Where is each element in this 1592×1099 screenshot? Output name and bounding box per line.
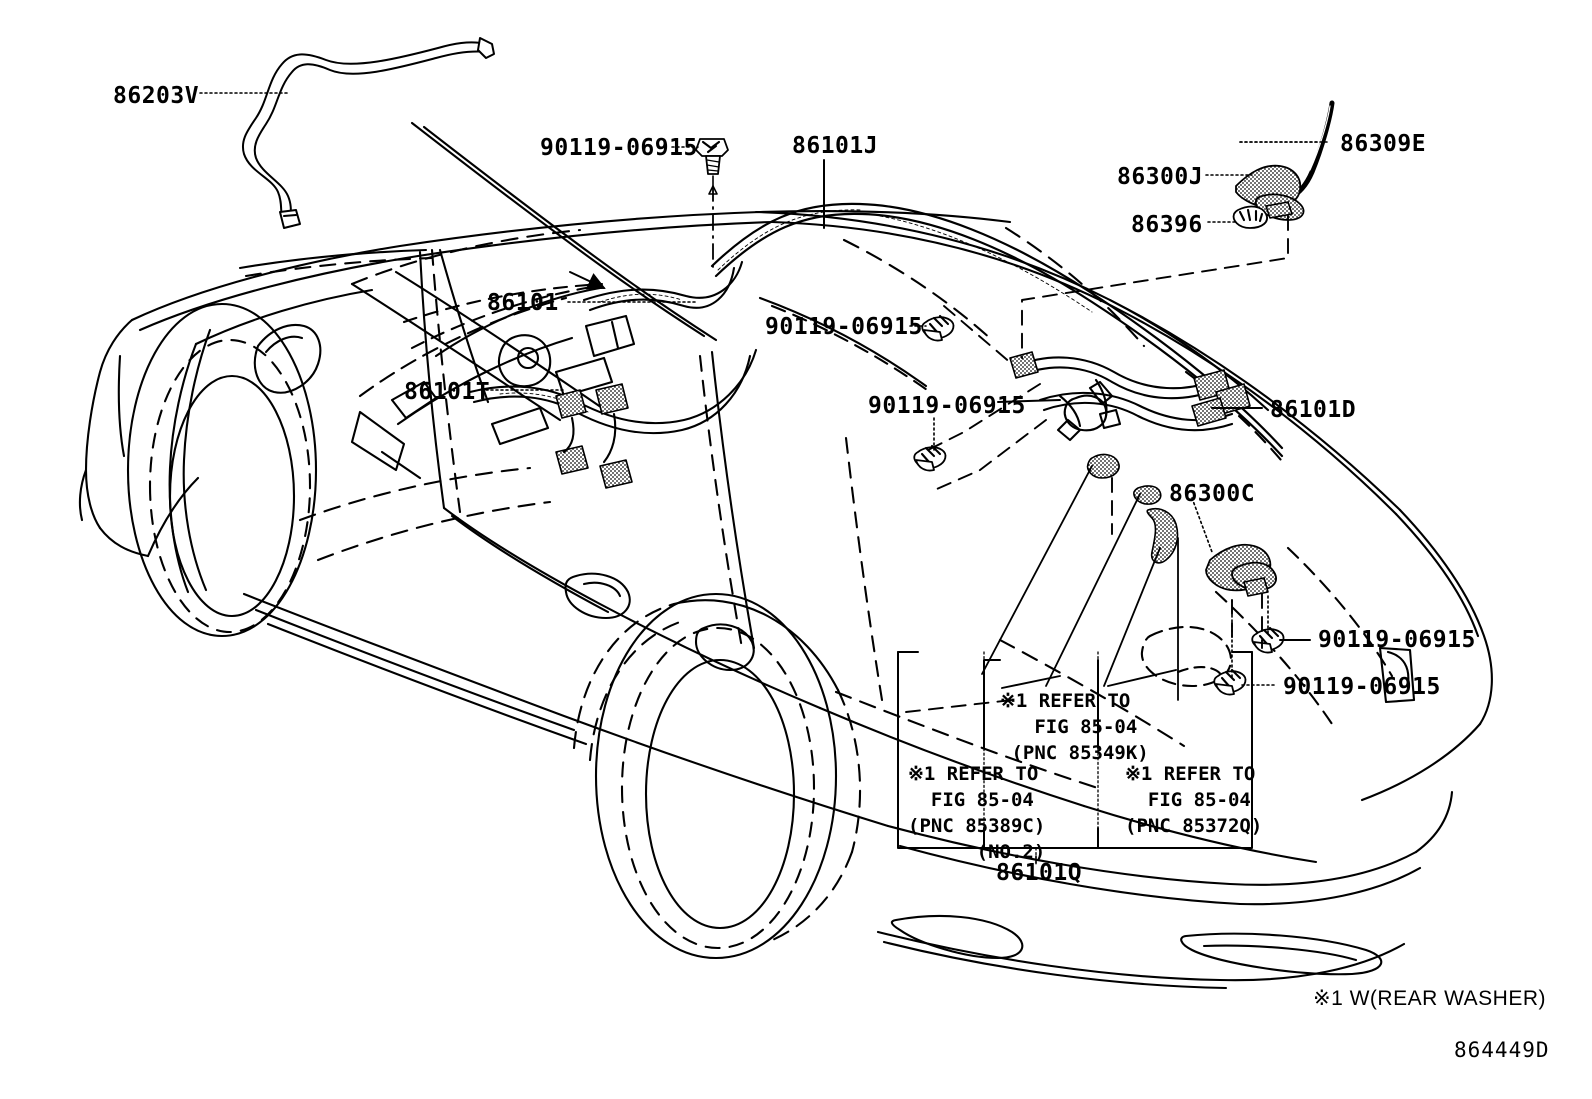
note-line: ※1 REFER TO [1125, 763, 1256, 785]
label-86101T: 86101T [404, 379, 491, 405]
note-line: FIG 85-04 [1000, 716, 1138, 738]
note-line: (NO.2) [908, 841, 1046, 863]
footnote-rear-washer: ※1 W(REAR WASHER) [1313, 987, 1546, 1010]
label-86300J: 86300J [1117, 164, 1204, 190]
label-86309E: 86309E [1340, 131, 1427, 157]
bolt-90119-a [695, 138, 729, 195]
label-90119-06915-center: 90119-06915 [868, 393, 1026, 419]
part-86101D-cord [1009, 351, 1251, 442]
label-90119-06915-rear-lower: 90119-06915 [1283, 674, 1441, 700]
label-86101J: 86101J [792, 133, 879, 159]
bolt-90119-e [1213, 668, 1247, 696]
label-90119-06915-mid: 90119-06915 [765, 314, 923, 340]
label-86101Q: 86101Q [996, 860, 1083, 886]
label-86396: 86396 [1131, 212, 1203, 238]
note-refer-85372Q: ※1 REFER TO FIG 85-04 (PNC 85372Q) [1125, 761, 1262, 839]
label-86101D: 86101D [1270, 397, 1357, 423]
note-line: (PNC 85389C) [908, 815, 1046, 837]
part-86203V-cord [242, 37, 495, 229]
note-leader-lines [981, 465, 1179, 701]
label-86101: 86101 [487, 290, 559, 316]
bolt-90119-b [921, 314, 955, 342]
label-leader-lines [199, 92, 1331, 867]
note-line: ※1 REFER TO [1000, 690, 1131, 712]
label-86300C: 86300C [1169, 481, 1256, 507]
part-86300J-antenna [1235, 100, 1335, 221]
note-internal-leaders [905, 669, 1177, 713]
part-86101-cord [569, 260, 744, 312]
figure-id: 864449D [1454, 1038, 1550, 1062]
note-refer-85349K: ※1 REFER TO FIG 85-04 (PNC 85349K) [1000, 688, 1149, 766]
vehicle-body-outline [78, 121, 1493, 990]
part-86396-gasket [1232, 205, 1268, 229]
label-90119-06915-top: 90119-06915 [540, 135, 698, 161]
bolt-90119-d [1251, 626, 1285, 654]
note-refer-85389C: ※1 REFER TO FIG 85-04 (PNC 85389C) (NO.2… [908, 761, 1045, 865]
harness-clips [1086, 453, 1179, 564]
note-line: FIG 85-04 [908, 789, 1034, 811]
note-line: FIG 85-04 [1125, 789, 1251, 811]
part-86300C-antenna [1205, 543, 1277, 597]
label-90119-06915-rear-upper: 90119-06915 [1318, 627, 1476, 653]
note-line: (PNC 85349K) [1000, 742, 1149, 764]
note-line: ※1 REFER TO [908, 763, 1039, 785]
note-line: (PNC 85372Q) [1125, 815, 1263, 837]
label-86203V: 86203V [113, 83, 200, 109]
part-86101T-cord [468, 348, 758, 489]
